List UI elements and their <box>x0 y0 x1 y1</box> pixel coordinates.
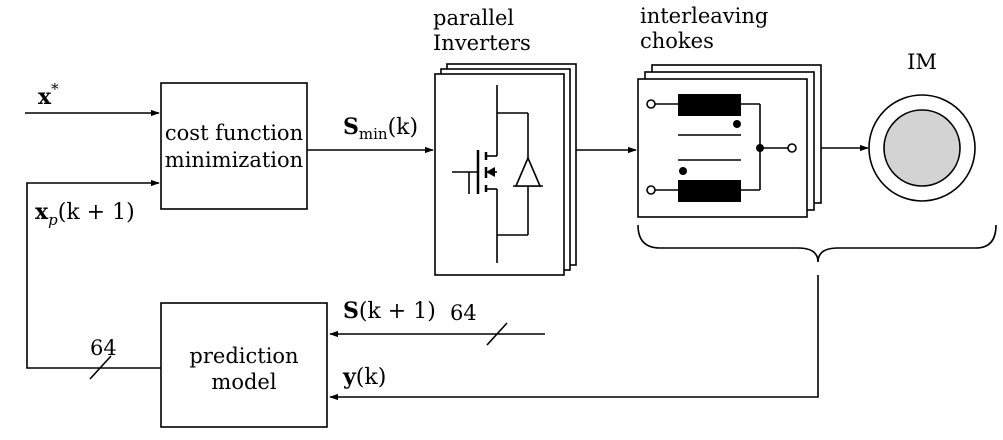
choke-winding-top <box>678 94 741 116</box>
switching-next-label: S(k + 1) <box>343 298 436 324</box>
feedback-bus-slash <box>89 355 112 380</box>
switching-bus-slash <box>486 322 508 346</box>
prediction-model-block: prediction model <box>160 302 328 428</box>
diode-icon <box>514 155 542 187</box>
switching-min-label: Smin(k) <box>343 114 418 143</box>
induction-motor: IM <box>868 50 976 202</box>
inverters-label-line2: Inverters <box>433 31 531 55</box>
polarity-dot-top <box>733 120 741 128</box>
mosfet-arrow-icon <box>486 167 495 177</box>
prediction-feedback-line <box>26 179 161 369</box>
motor-label: IM <box>907 50 937 74</box>
predicted-state-label: xp(k + 1) <box>35 199 135 229</box>
chokes-label-line1: interleaving <box>640 4 768 28</box>
mosfet-diode-symbol <box>452 85 543 263</box>
feedback-bus-width: 64 <box>90 336 117 360</box>
cost-function-label-line2: minimization <box>165 148 303 172</box>
switching-bus-width: 64 <box>450 301 477 325</box>
measurement-brace <box>637 224 997 263</box>
polarity-dot-bottom <box>679 167 687 175</box>
measurement-label: y(k) <box>342 364 386 390</box>
choke-winding-bottom <box>678 180 741 202</box>
prediction-model-label-line1: prediction <box>189 344 298 368</box>
cost-function-block: cost function minimization <box>160 82 308 210</box>
junction-dot <box>756 144 764 152</box>
parallel-inverters-stack: parallel Inverters <box>433 6 577 276</box>
interleaving-chokes-stack: interleaving chokes <box>637 4 822 218</box>
chokes-label-line2: chokes <box>640 29 714 53</box>
measurement-feedback-arrow <box>329 275 819 401</box>
cost-function-label-line1: cost function <box>165 121 303 145</box>
inverters-label-line1: parallel <box>433 6 514 30</box>
choke-wiring <box>646 99 797 195</box>
reference-signal-label: x* <box>38 80 59 110</box>
prediction-model-label-line2: model <box>211 370 276 394</box>
